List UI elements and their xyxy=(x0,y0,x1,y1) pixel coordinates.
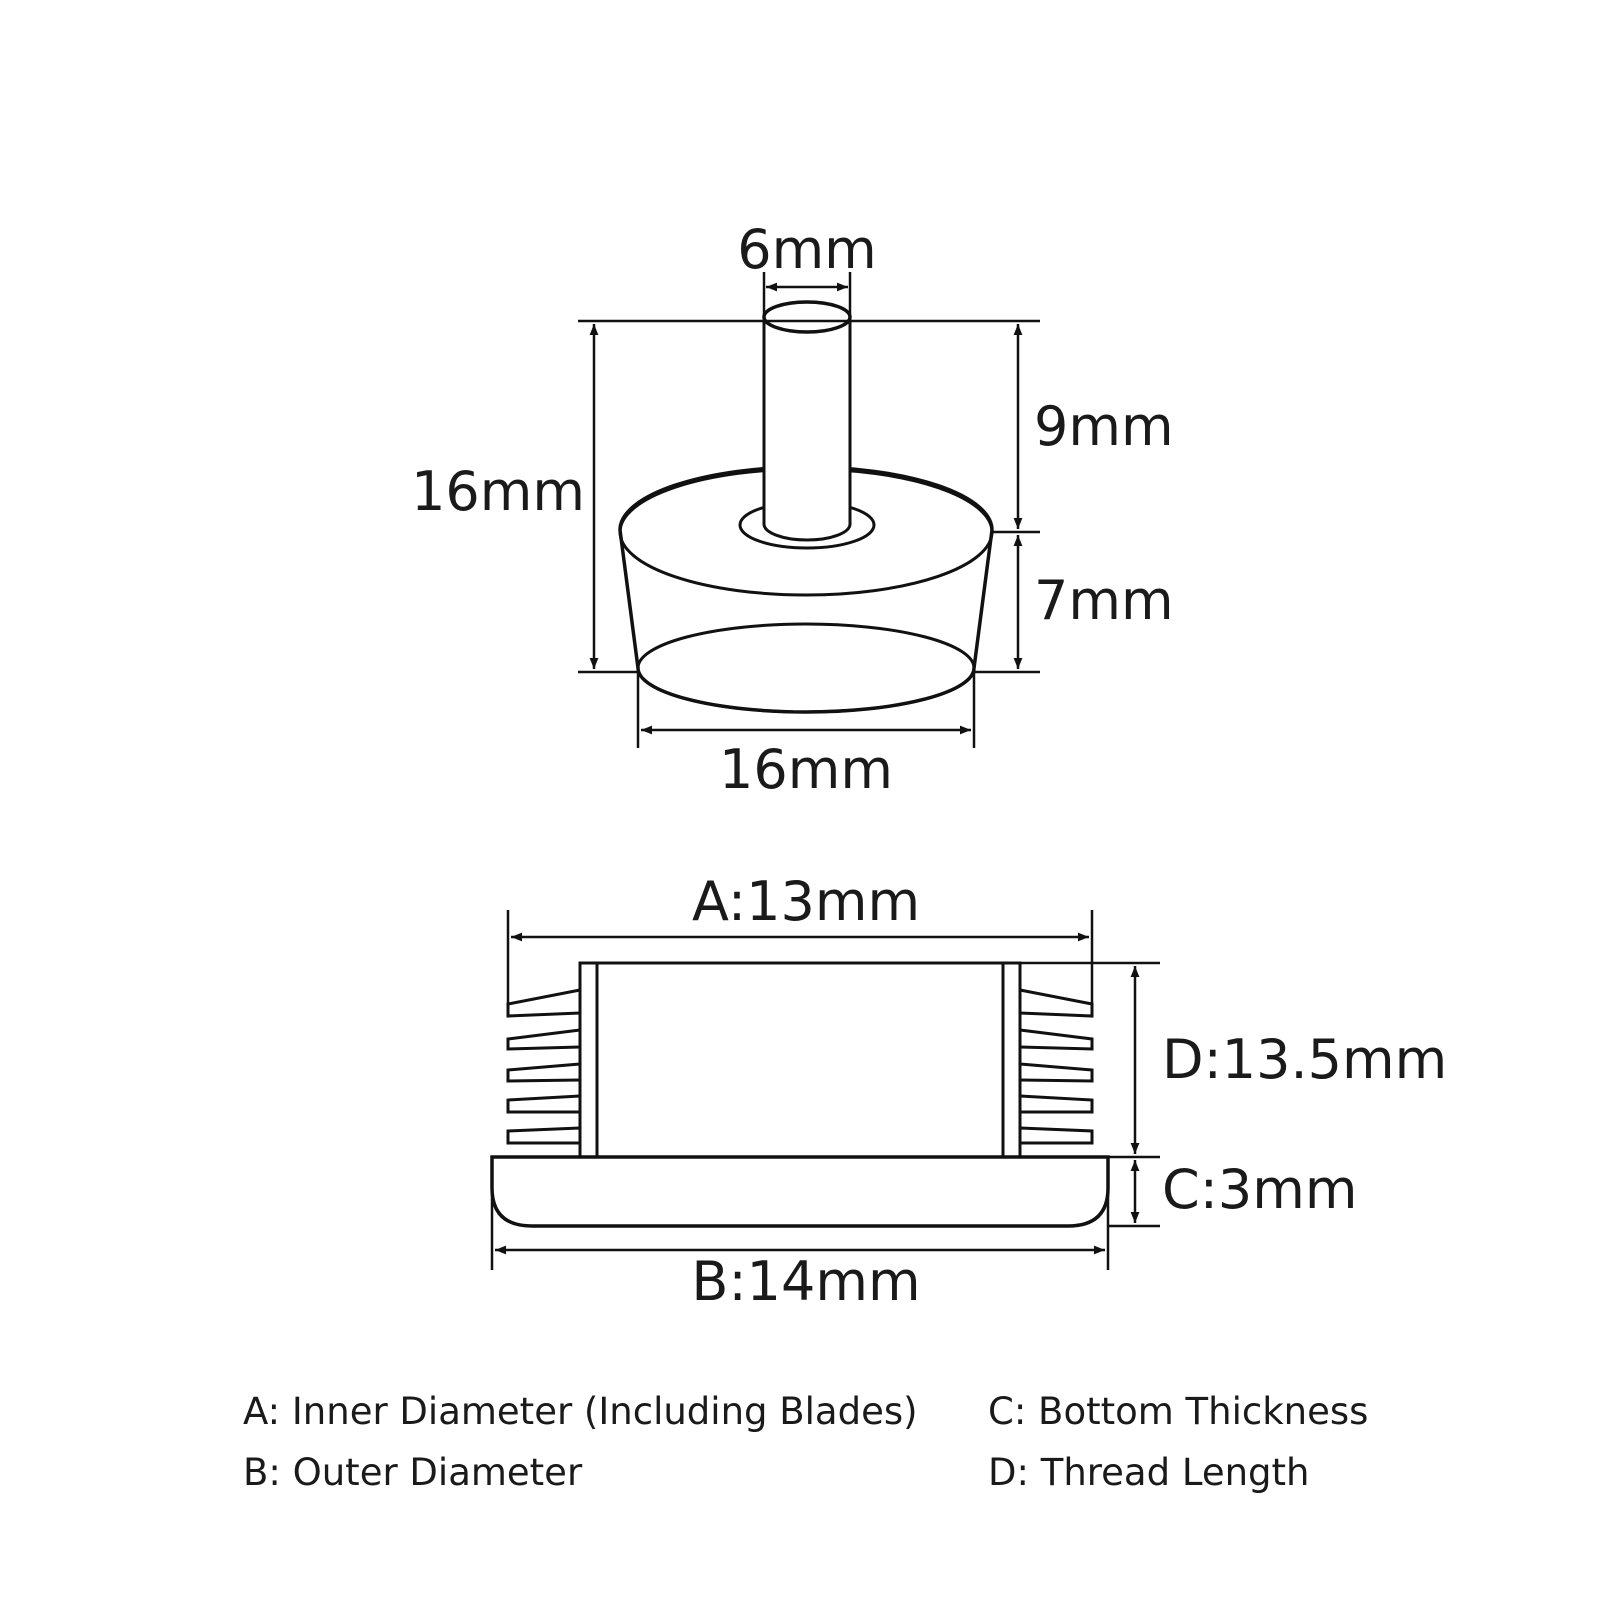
blade xyxy=(1019,1062,1094,1083)
left-blades xyxy=(506,988,581,1145)
right-blades xyxy=(1019,988,1094,1145)
pin-bottom-arc xyxy=(762,523,852,542)
blade xyxy=(1019,1094,1094,1114)
insert-core-outline xyxy=(578,961,1022,1159)
pin-top-ellipse xyxy=(762,300,852,334)
base-bottom-ellipse xyxy=(636,622,976,714)
blade xyxy=(506,988,581,1018)
bottom-cap xyxy=(490,1155,1110,1228)
foot-pad-section-view: A:13mm D:13.5mm C:3mm B:14mm xyxy=(490,870,1447,1313)
legend-a: A: Inner Diameter (Including Blades) xyxy=(243,1390,918,1433)
blade xyxy=(506,1126,581,1145)
blade xyxy=(506,1094,581,1114)
legend-c: C: Bottom Thickness xyxy=(988,1390,1368,1433)
a-dimension-label: A:13mm xyxy=(692,870,920,933)
total-height-label: 16mm xyxy=(411,460,585,523)
foot-pad-isometric-view: 6mm 9mm 16mm 7mm 16mm xyxy=(411,218,1173,801)
pin-diameter-label: 6mm xyxy=(737,218,877,281)
base-diameter-label: 16mm xyxy=(719,738,893,801)
d-dimension-label: D:13.5mm xyxy=(1162,1028,1447,1091)
blade xyxy=(506,1062,581,1083)
c-dimension-label: C:3mm xyxy=(1162,1158,1357,1221)
legend: A: Inner Diameter (Including Blades) B: … xyxy=(243,1390,1368,1494)
legend-d: D: Thread Length xyxy=(988,1451,1309,1494)
blade xyxy=(1019,988,1094,1018)
blade xyxy=(1019,1028,1094,1051)
blade xyxy=(1019,1126,1094,1145)
b-dimension-label: B:14mm xyxy=(691,1250,920,1313)
pin-cylinder xyxy=(764,317,850,524)
base-height-label: 7mm xyxy=(1034,569,1174,632)
legend-b: B: Outer Diameter xyxy=(243,1451,583,1494)
pin-height-label: 9mm xyxy=(1034,395,1174,458)
blade xyxy=(506,1028,581,1051)
